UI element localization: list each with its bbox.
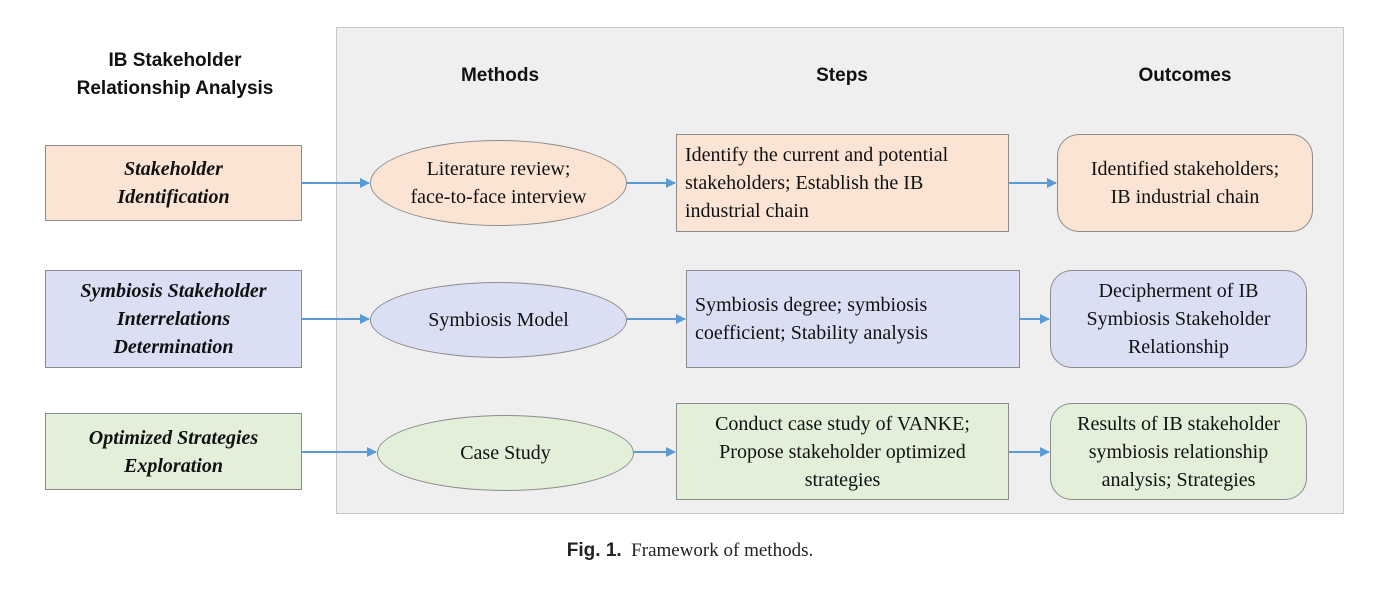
steps-header: Steps [816, 65, 868, 86]
stage-label: Stakeholder Identification [117, 158, 230, 208]
stage-label: Symbiosis Stakeholder Interrelations Det… [80, 280, 267, 358]
outcome-identified-stakeholders: Identified stakeholders; IB industrial c… [1057, 134, 1313, 232]
methods-header: Methods [460, 65, 540, 86]
stage-symbiosis-interrelations: Symbiosis Stakeholder Interrelations Det… [45, 270, 302, 368]
method-label: Case Study [460, 442, 551, 464]
caption-label: Fig. 1. [566, 540, 622, 561]
outcome-results-strategies: Results of IB stakeholder symbiosis rela… [1050, 403, 1307, 500]
step-symbiosis-degree: Symbiosis degree; symbiosis coefficient;… [686, 270, 1020, 368]
method-symbiosis-model: Symbiosis Model [370, 282, 627, 358]
step-label: Identify the current and potential stake… [685, 144, 949, 222]
left-header: IB Stakeholder Relationship Analysis [76, 50, 274, 99]
outcome-label: Results of IB stakeholder symbiosis rela… [1077, 412, 1280, 491]
figure-caption: Fig. 1. Framework of methods. [0, 540, 1380, 562]
stage-optimized-strategies: Optimized Strategies Exploration [45, 413, 302, 490]
method-case-study: Case Study [377, 415, 634, 491]
step-label: Symbiosis degree; symbiosis coefficient;… [695, 294, 928, 344]
method-label: Literature review; face-to-face intervie… [410, 158, 587, 208]
step-label: Conduct case study of VANKE; Propose sta… [715, 412, 970, 491]
stage-stakeholder-identification: Stakeholder Identification [45, 145, 302, 221]
outcome-label: Decipherment of IB Symbiosis Stakeholder… [1086, 280, 1271, 358]
outcome-label: Identified stakeholders; IB industrial c… [1090, 158, 1280, 208]
outcome-decipherment: Decipherment of IB Symbiosis Stakeholder… [1050, 270, 1307, 368]
method-literature-review: Literature review; face-to-face intervie… [370, 140, 627, 226]
outcomes-header: Outcomes [1138, 65, 1232, 86]
stage-label: Optimized Strategies Exploration [88, 426, 259, 477]
step-case-study-vanke: Conduct case study of VANKE; Propose sta… [676, 403, 1009, 500]
caption-text: Framework of methods. [631, 540, 814, 561]
method-label: Symbiosis Model [428, 309, 569, 331]
step-identify-stakeholders: Identify the current and potential stake… [676, 134, 1009, 232]
